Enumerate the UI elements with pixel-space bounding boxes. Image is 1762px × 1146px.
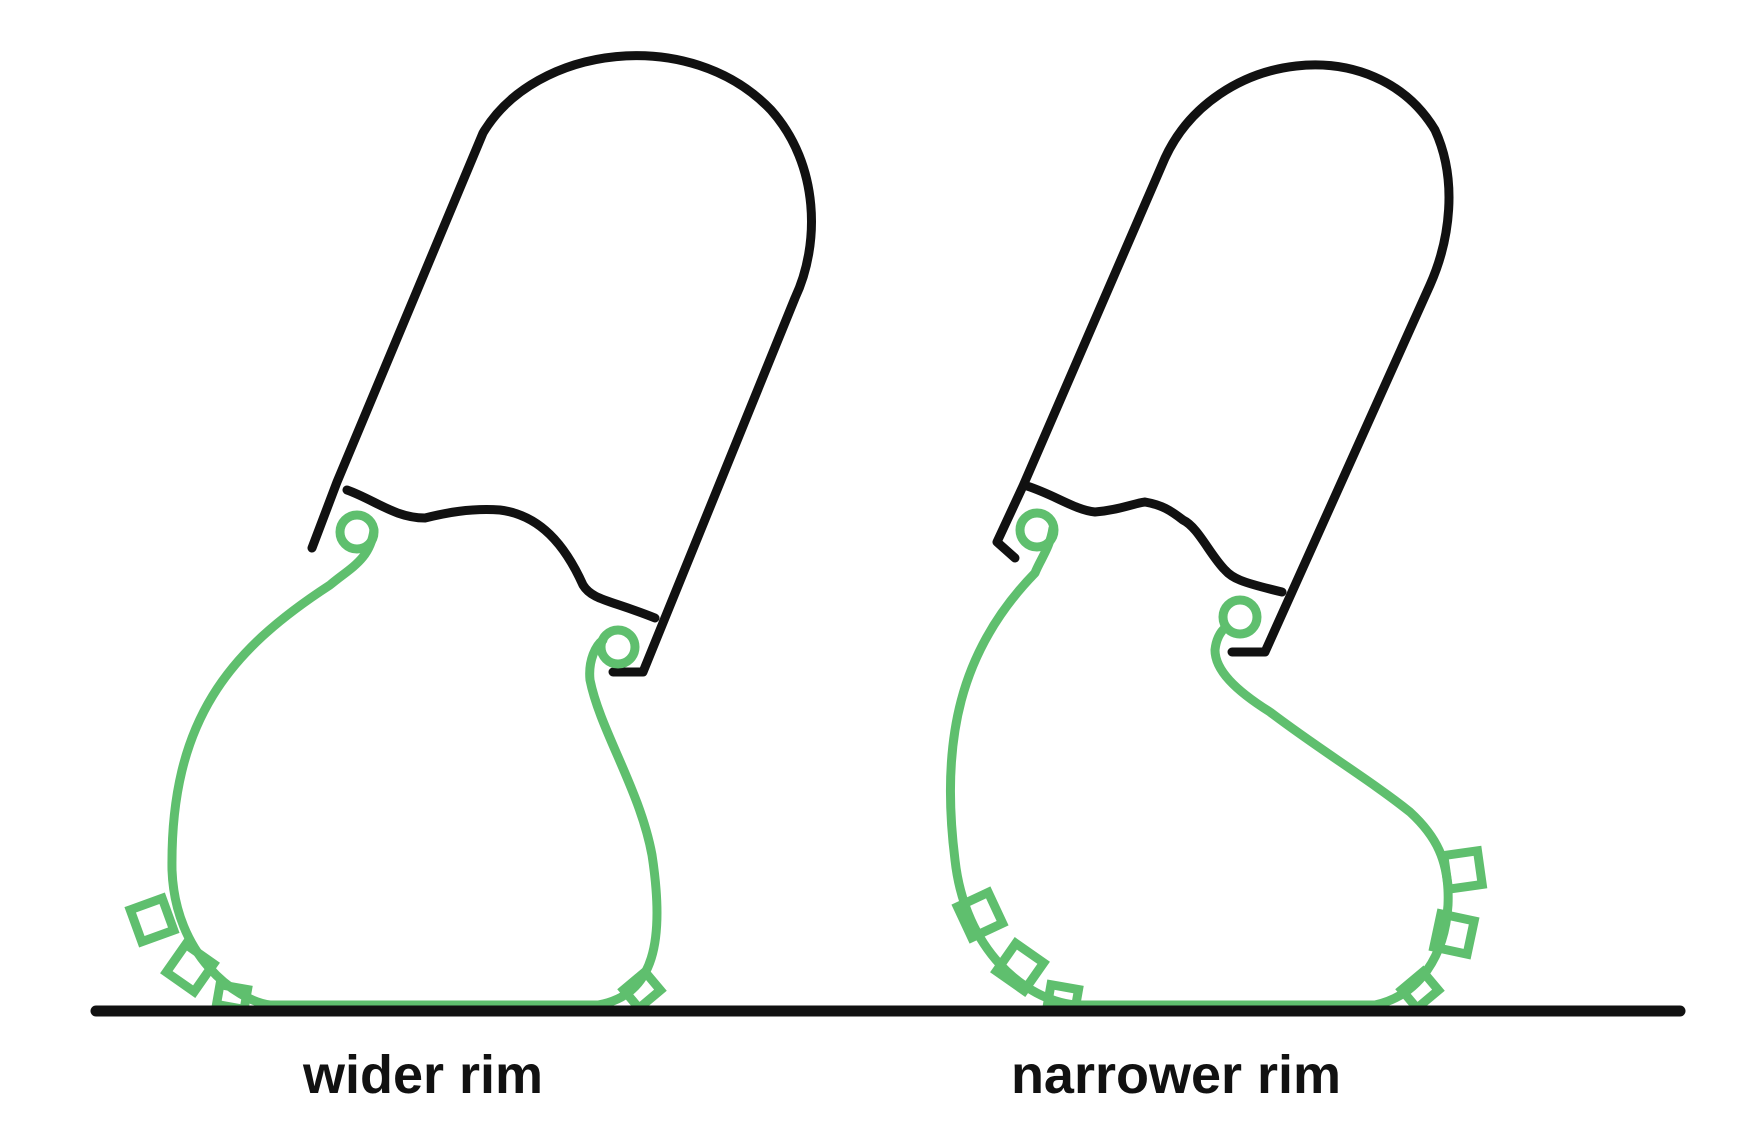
narrow-tire — [945, 508, 1488, 1015]
narrow-knob-4 — [1438, 845, 1488, 895]
narrow-tire-casing — [945, 523, 1453, 1010]
wide-rim-panel — [124, 51, 816, 1015]
wide-knob-2 — [160, 938, 220, 998]
wide-tire — [124, 510, 667, 1015]
narrow-rim-outline — [992, 60, 1454, 657]
narrow-rim-bed — [1022, 481, 1287, 597]
wide-knob-1 — [124, 892, 180, 948]
wide-tire-bead-right — [596, 625, 640, 669]
wide-tire-casing — [167, 525, 662, 1010]
narrow-knob-1 — [951, 886, 1009, 944]
narrow-knob-5 — [1428, 908, 1480, 960]
narrower-rim-label: narrower rim — [1010, 1045, 1342, 1105]
narrow-rim-panel — [945, 60, 1488, 1015]
wide-knob-4 — [617, 965, 667, 1015]
wider-rim-label: wider rim — [302, 1045, 544, 1105]
narrow-knob-6 — [1395, 965, 1445, 1015]
wide-rim-outline — [307, 51, 816, 677]
wide-rim-bed — [342, 485, 660, 623]
narrow-tire-bead-right — [1218, 595, 1262, 639]
narrow-knob-2 — [990, 937, 1050, 997]
